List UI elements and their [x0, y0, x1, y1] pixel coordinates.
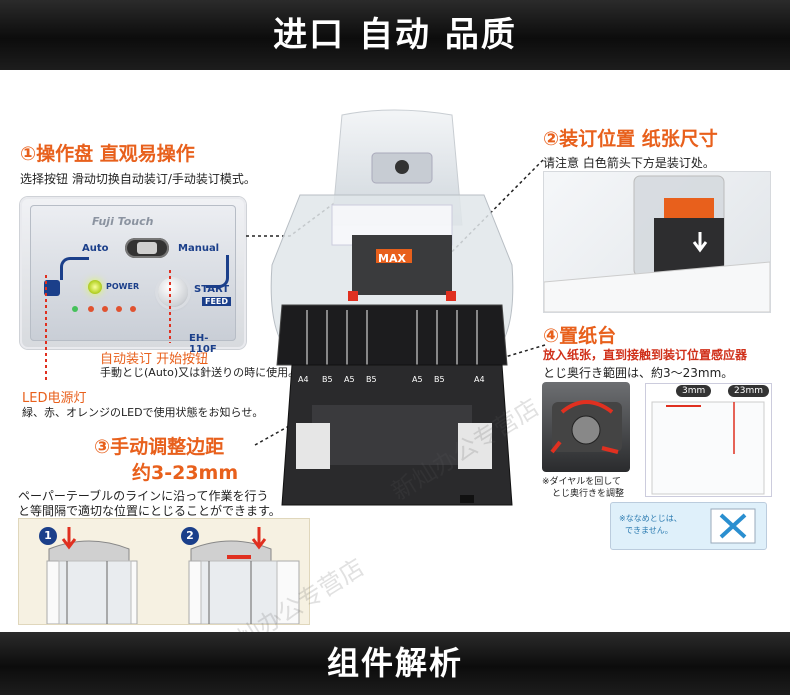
dial-note-line1: ※ダイヤルを回して [542, 477, 622, 487]
no-diagonal-note: ※ななめとじは、 できません。 [610, 502, 767, 550]
panel-manual-label: Manual [178, 243, 220, 254]
callout-led-title: LED电源灯 [22, 391, 87, 406]
panel-power-label: POWER [106, 282, 140, 291]
margin-illustration-drawing [46, 527, 300, 624]
bad-note-line1: ※ななめとじは、 [619, 514, 682, 523]
paper-mark-1: B5 [322, 375, 333, 384]
panel-feed-label: FEED [202, 297, 232, 306]
section3-title-line1: ③手动调整边距 [94, 436, 225, 458]
paper-mark-0: A4 [298, 375, 309, 384]
led-red-icon [102, 306, 108, 312]
led-green-icon [72, 306, 78, 312]
section3-desc-line1: ペーパーテーブルのラインに沿って作業を行う [18, 489, 269, 503]
stapler-device-photo: MAX A4 B5 A5 B5 A5 B5 A4 [262, 105, 522, 525]
margin-diagram: 3mm 23mm [645, 383, 772, 497]
section2-desc: 请注意 白色箭头下方是装订处。 [543, 156, 715, 170]
panel-auto-label: Auto [82, 243, 109, 254]
cross-icon [710, 508, 756, 544]
panel-logo: Fuji Touch [92, 215, 154, 228]
dial-note-line2: とじ奥行きを調整 [552, 489, 625, 499]
paper-mark-3: B5 [366, 375, 377, 384]
margin-illustration: 1 2 [18, 518, 310, 625]
binding-position-drawing [544, 175, 770, 312]
callout-led-desc: 緑、赤、オレンジのLEDで使用状態をお知らせ。 [22, 406, 264, 419]
control-panel-photo: Fuji Touch Auto Manual POWER START FEED … [20, 197, 246, 355]
section3-title-line2: 约3-23mm [132, 462, 239, 484]
panel-start-label: START [194, 284, 230, 295]
led-red-icon [116, 306, 122, 312]
callout-auto-title: 自动装订 开始按钮 [100, 352, 209, 367]
top-banner: 进口 自动 品质 [0, 0, 790, 70]
paper-mark-6: A4 [474, 375, 485, 384]
paper-mark-2: A5 [344, 375, 355, 384]
paper-sensor-icon [44, 280, 60, 296]
top-banner-text: 进口 自动 品质 [273, 15, 517, 55]
binding-position-photo [543, 171, 771, 313]
paper-mark-5: B5 [434, 375, 445, 384]
stapler-device-drawing [270, 109, 514, 506]
step-2-badge: 2 [181, 527, 199, 545]
section4-title: ④置纸台 [543, 325, 617, 347]
section4-desc: とじ奥行き範囲は、約3～23mm。 [543, 366, 734, 380]
section1-desc: 选择按钮 滑动切换自动装订/手动装订模式。 [20, 172, 256, 186]
section1-title: ①操作盘 直观易操作 [20, 143, 195, 165]
section2-title: ②装订位置 纸张尺寸 [543, 128, 718, 150]
dim-3mm-label: 3mm [676, 385, 712, 397]
power-led-icon [88, 280, 102, 294]
section4-desc-red: 放入纸张，直到接触到装订位置感应器 [543, 348, 748, 362]
panel-model-label: EH-110F [189, 333, 217, 355]
margin-diagram-drawing [651, 401, 765, 495]
bad-note-line2: できません。 [625, 526, 673, 535]
callout-auto-desc: 手動とじ(Auto)又は針送りの時に使用。 [100, 366, 300, 379]
section3-desc-line2: と等間隔で適切な位置にとじることができます。 [18, 504, 281, 518]
dial-photo [542, 382, 630, 472]
bottom-banner: 组件解析 [0, 632, 790, 695]
manual-curve-line [206, 255, 229, 288]
device-brand-label: MAX [378, 252, 406, 265]
dim-23mm-label: 23mm [728, 385, 769, 397]
step-1-badge: 1 [39, 527, 57, 545]
control-panel-face: Fuji Touch Auto Manual POWER START FEED … [30, 205, 236, 355]
bottom-banner-text: 组件解析 [326, 644, 463, 682]
auto-curve-line [60, 257, 89, 280]
auto-manual-switch[interactable] [125, 238, 169, 258]
dial-drawing [550, 400, 622, 454]
start-button[interactable] [158, 277, 188, 307]
paper-mark-4: A5 [412, 375, 423, 384]
led-red-icon [130, 306, 136, 312]
led-red-icon [88, 306, 94, 312]
